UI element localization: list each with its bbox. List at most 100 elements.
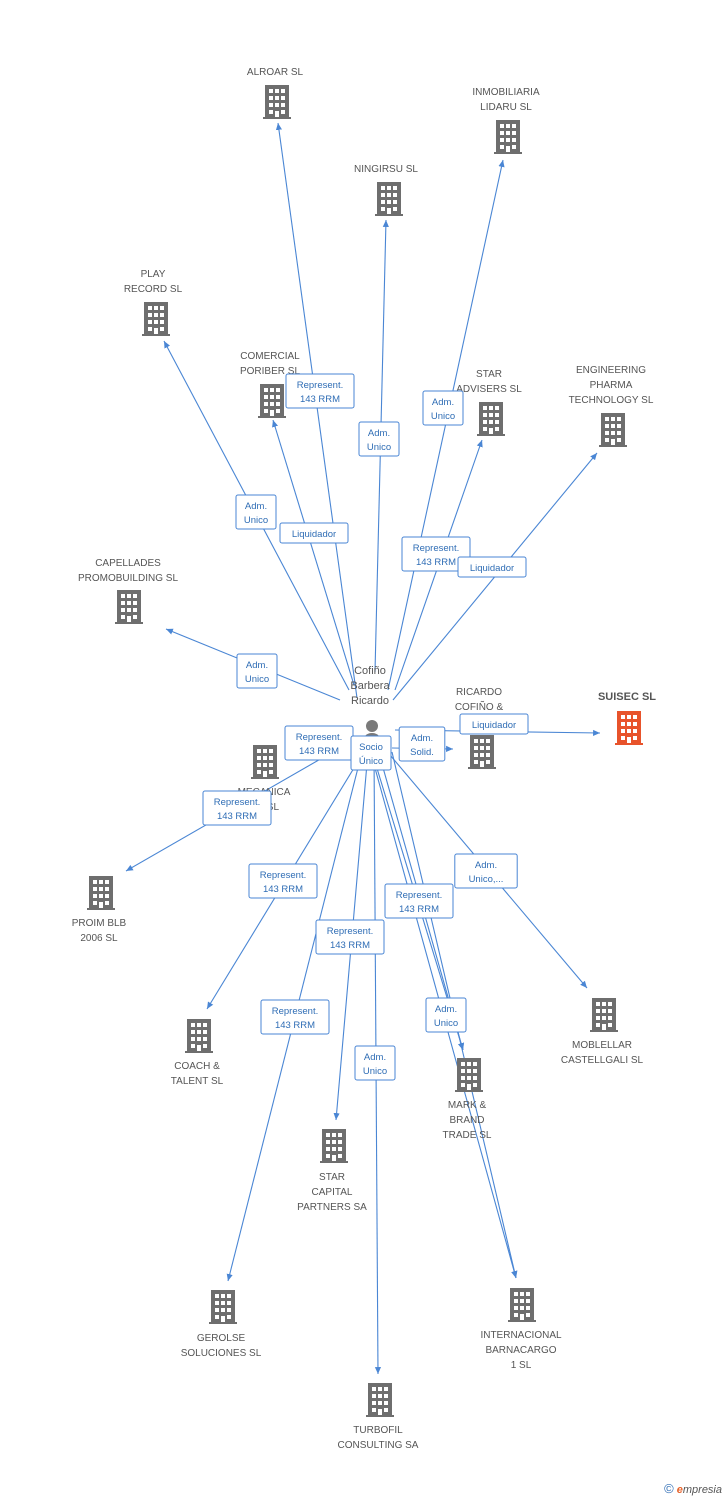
edge-label-inmobiliaria[interactable]: Adm.Unico [422,390,464,426]
edge-line-comercial [272,419,355,686]
company-label-engineering: ENGINEERING [576,365,646,376]
edge-label-text: Unico [434,1018,458,1029]
edge-label-internacional[interactable]: Represent.143 RRM [260,999,330,1035]
company-label-moblellar: MOBLELLAR [572,1040,632,1051]
edge-label-box [236,653,278,689]
company-node-suisec[interactable]: SUISEC SL [598,691,656,745]
company-node-ningirsu[interactable]: NINGIRSU SL [354,164,418,216]
building-icon [142,302,170,336]
company-label-proim: PROIM BLB [72,918,127,929]
edge-label-proim[interactable]: Represent.143 RRM [202,790,272,826]
edge-label-text: Unico [244,515,268,526]
edge-label-text: Unico [367,442,391,453]
edge-label-text: Adm. [246,660,268,671]
edge-label-comercial[interactable]: Liquidador [279,522,349,544]
company-node-engineering[interactable]: ENGINEERING PHARMA TECHNOLOGY SL [569,365,654,447]
edge-label-box [354,1045,396,1081]
edge-label-turbofil[interactable]: Adm.Unico [354,1045,396,1081]
company-label-engineering: TECHNOLOGY SL [569,395,654,406]
company-label-gerolse: GEROLSE [197,1333,246,1344]
edge-label-box [260,999,330,1035]
company-label-inmobiliaria: INMOBILIARIA [472,87,540,98]
building-icon [468,735,496,769]
edge-label-text: 143 RRM [299,746,339,757]
edge-label-ricardo[interactable]: Adm.Solid. [398,726,446,762]
company-label-gerolse: SOLUCIONES SL [181,1348,262,1359]
edge-label-text: Liquidador [470,563,514,574]
edge-label-star_capital[interactable]: Represent. 143 RRM [384,883,454,919]
edge-label-text: 143 RRM [399,904,439,915]
person-icon [366,720,378,732]
edge-label-box [454,853,518,889]
company-node-coach[interactable]: COACH &TALENT SL [171,1019,224,1087]
edge-label-text: Socio [359,742,383,753]
company-label-moblellar: CASTELLGALI SL [561,1055,644,1066]
building-icon [185,1019,213,1053]
edge-label-text: Represent. [396,890,442,901]
edge-label-text: Liquidador [472,720,516,731]
edge-label-suisec[interactable]: Liquidador [459,713,529,735]
edge-line-alroar [275,122,358,699]
company-node-alroar[interactable]: ALROAR SL [247,67,304,119]
edge-label-text: 143 RRM [217,811,257,822]
edge-label-mecanica[interactable]: Represent. 143 RRM [284,725,354,761]
company-label-ningirsu: NINGIRSU SL [354,164,418,175]
edge-label-box [401,536,471,572]
person-label: Barbera [350,680,390,692]
building-icon [615,711,643,745]
building-icon [263,85,291,119]
edge-label-text: Represent. [296,732,342,743]
edge-label-alroar[interactable]: Represent.143 RRM [285,373,355,409]
edge-label-engineering[interactable]: Liquidador [457,556,527,578]
edge-label-text: Unico,... [469,874,504,885]
building-icon [366,1383,394,1417]
edge-label-ningirsu[interactable]: Adm.Unico [358,421,400,457]
edge-label-text: Unico [431,411,455,422]
building-icon [590,998,618,1032]
edge-label-box [425,997,467,1033]
copyright-icon: © [664,1481,674,1496]
edge-label-box [248,863,318,899]
edge-label-box [398,726,446,762]
edge-label-box [279,522,349,544]
building-icon [455,1058,483,1092]
edge-label-capellades[interactable]: Adm.Unico [236,653,278,689]
edge-label-gerolse[interactable]: Represent.143 RRM [315,919,385,955]
edge-label-mark[interactable]: Adm.Unico [425,997,467,1033]
building-icon [251,745,279,779]
edge-label-text: Adm. [245,501,267,512]
company-label-star_advisers: ADVISERS SL [456,384,522,395]
edge-label-moblellar[interactable]: Adm.Unico,... [454,853,518,889]
building-icon [599,413,627,447]
edge-label-box [457,556,527,578]
building-icon [320,1129,348,1163]
company-label-play: RECORD SL [124,284,183,295]
edge-label-star_advisers[interactable]: Represent.143 RRM [401,536,471,572]
edge-label-play[interactable]: Adm. Unico [235,494,277,530]
edge-label-text: 143 RRM [300,394,340,405]
company-label-engineering: PHARMA [590,380,633,391]
building-icon [508,1288,536,1322]
person-label: Cofiño [354,665,386,677]
company-node-moblellar[interactable]: MOBLELLAR CASTELLGALI SL [561,998,644,1066]
edge-label-box [202,790,272,826]
edge-label-box [384,883,454,919]
edge-label-coach[interactable]: Represent.143 RRM [248,863,318,899]
company-node-gerolse[interactable]: GEROLSE SOLUCIONES SL [181,1290,262,1359]
company-label-turbofil: TURBOFIL [353,1425,403,1436]
company-label-ricardo: COFIÑO & [455,700,504,713]
company-label-capellades: CAPELLADES [95,558,161,569]
